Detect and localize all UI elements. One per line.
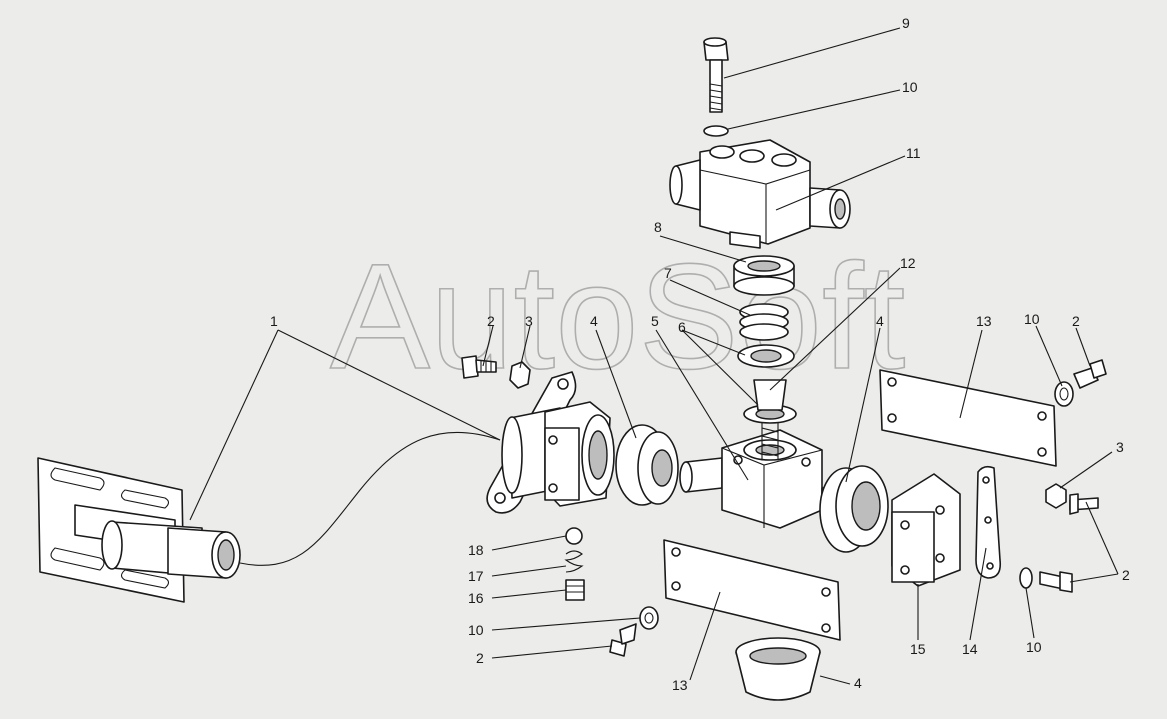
callout-4: 4 bbox=[590, 313, 598, 329]
part-4-ring-right bbox=[819, 465, 889, 553]
callout-1: 1 bbox=[270, 313, 278, 329]
callout-2-upper-right: 2 bbox=[1072, 313, 1080, 329]
link-14 bbox=[975, 465, 1002, 579]
spring-17 bbox=[564, 550, 584, 573]
part-1-bracket bbox=[37, 457, 241, 603]
callout-5: 5 bbox=[651, 313, 659, 329]
callout-9: 9 bbox=[902, 15, 910, 31]
bolt-2-upper-left bbox=[461, 355, 497, 379]
bolt-2-upper-right bbox=[1073, 359, 1107, 389]
watermark: AutoSoft bbox=[330, 232, 905, 400]
leader-lines bbox=[189, 27, 1119, 685]
callout-15: 15 bbox=[910, 641, 926, 657]
callout-labels: 1 2 3 4 5 6 7 8 9 10 11 12 4 13 10 2 3 2… bbox=[270, 15, 1130, 693]
washer-10-lower-left bbox=[639, 606, 659, 630]
part-4-cup-bottom bbox=[735, 637, 821, 701]
bolt-2-right-mid bbox=[1069, 493, 1099, 515]
callout-12: 12 bbox=[900, 255, 916, 271]
washer-5-6 bbox=[737, 344, 797, 424]
callout-18: 18 bbox=[468, 542, 484, 558]
callout-8: 8 bbox=[654, 219, 662, 235]
callout-4-bottom: 4 bbox=[854, 675, 862, 691]
plate-13-upper bbox=[879, 369, 1057, 467]
plate-13-lower bbox=[663, 539, 841, 641]
callout-10-lower-left: 10 bbox=[468, 622, 484, 638]
nut-3-upper bbox=[509, 361, 531, 389]
washer-10-right bbox=[1054, 381, 1074, 407]
left-block bbox=[501, 401, 615, 507]
callout-13-upper: 13 bbox=[976, 313, 992, 329]
callout-3-right: 3 bbox=[1116, 439, 1124, 455]
callout-10-top: 10 bbox=[902, 79, 918, 95]
callout-16: 16 bbox=[468, 590, 484, 606]
callout-14: 14 bbox=[962, 641, 978, 657]
callout-4-right: 4 bbox=[876, 313, 884, 329]
block-15 bbox=[891, 473, 961, 587]
callout-3: 3 bbox=[525, 313, 533, 329]
callout-6: 6 bbox=[678, 319, 686, 335]
callout-17: 17 bbox=[468, 568, 484, 584]
callout-7: 7 bbox=[664, 265, 672, 281]
callout-11: 11 bbox=[906, 145, 921, 161]
bolt-2-lower-left bbox=[609, 623, 637, 657]
bolt-2-lower-right bbox=[1039, 571, 1073, 593]
nut-8 bbox=[733, 255, 795, 296]
spring-7 bbox=[739, 303, 789, 341]
callout-2: 2 bbox=[487, 313, 495, 329]
upper-valve-11 bbox=[669, 139, 851, 249]
callout-2-lower-right: 2 bbox=[1122, 567, 1130, 583]
callout-10-lower-right: 10 bbox=[1026, 639, 1042, 655]
screw-16 bbox=[565, 579, 585, 601]
part-4-ring-left bbox=[615, 424, 679, 506]
washer-10-top bbox=[703, 125, 729, 137]
cable bbox=[239, 431, 501, 566]
callout-2-lower-left: 2 bbox=[476, 650, 484, 666]
callout-10-right: 10 bbox=[1024, 311, 1040, 327]
ball-18 bbox=[565, 527, 583, 545]
washer-10-lower-right bbox=[1019, 567, 1033, 589]
callout-13-lower: 13 bbox=[672, 677, 688, 693]
nut-3-right bbox=[1045, 483, 1067, 509]
bolt-9 bbox=[703, 37, 729, 113]
